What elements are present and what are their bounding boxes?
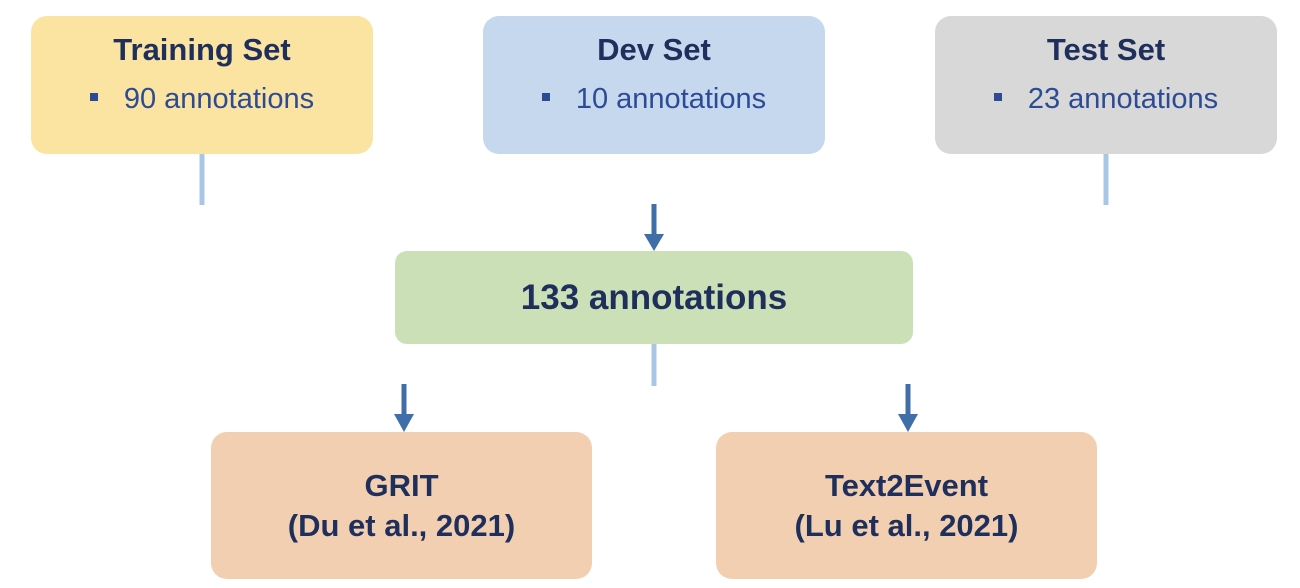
text2event-model-name: Text2Event <box>824 468 989 503</box>
arrowhead-to-grit <box>394 414 414 432</box>
arrowhead-to-text2event <box>898 414 918 432</box>
bullet-icon <box>89 93 98 102</box>
arrowhead-to-total <box>644 234 664 251</box>
text2event-model-box: Text2Event (Lu et al., 2021) <box>716 432 1097 579</box>
total-annotations-box: 133 annotations <box>395 251 913 344</box>
grit-model-citation: (Du et al., 2021) <box>287 508 516 543</box>
dev-set-box: Dev Set 10 annotations <box>483 16 825 154</box>
text2event-model-citation: (Lu et al., 2021) <box>794 508 1019 543</box>
dev-set-title: Dev Set <box>597 32 711 67</box>
training-set-count: 90 annotations <box>123 83 315 115</box>
training-set-item: 90 annotations <box>31 80 373 118</box>
grit-model-box: GRIT (Du et al., 2021) <box>211 432 592 579</box>
test-set-item: 23 annotations <box>935 80 1277 118</box>
dev-set-count: 10 annotations <box>575 83 767 115</box>
test-set-title: Test Set <box>1046 32 1166 67</box>
bullet-icon <box>993 93 1002 102</box>
total-annotations-label: 133 annotations <box>520 278 788 317</box>
dev-set-item: 10 annotations <box>483 80 825 118</box>
test-set-count: 23 annotations <box>1027 83 1219 115</box>
test-set-box: Test Set 23 annotations <box>935 16 1277 154</box>
grit-model-name: GRIT <box>364 468 439 503</box>
training-set-title: Training Set <box>113 32 291 67</box>
bullet-icon <box>541 93 550 102</box>
training-set-box: Training Set 90 annotations <box>31 16 373 154</box>
